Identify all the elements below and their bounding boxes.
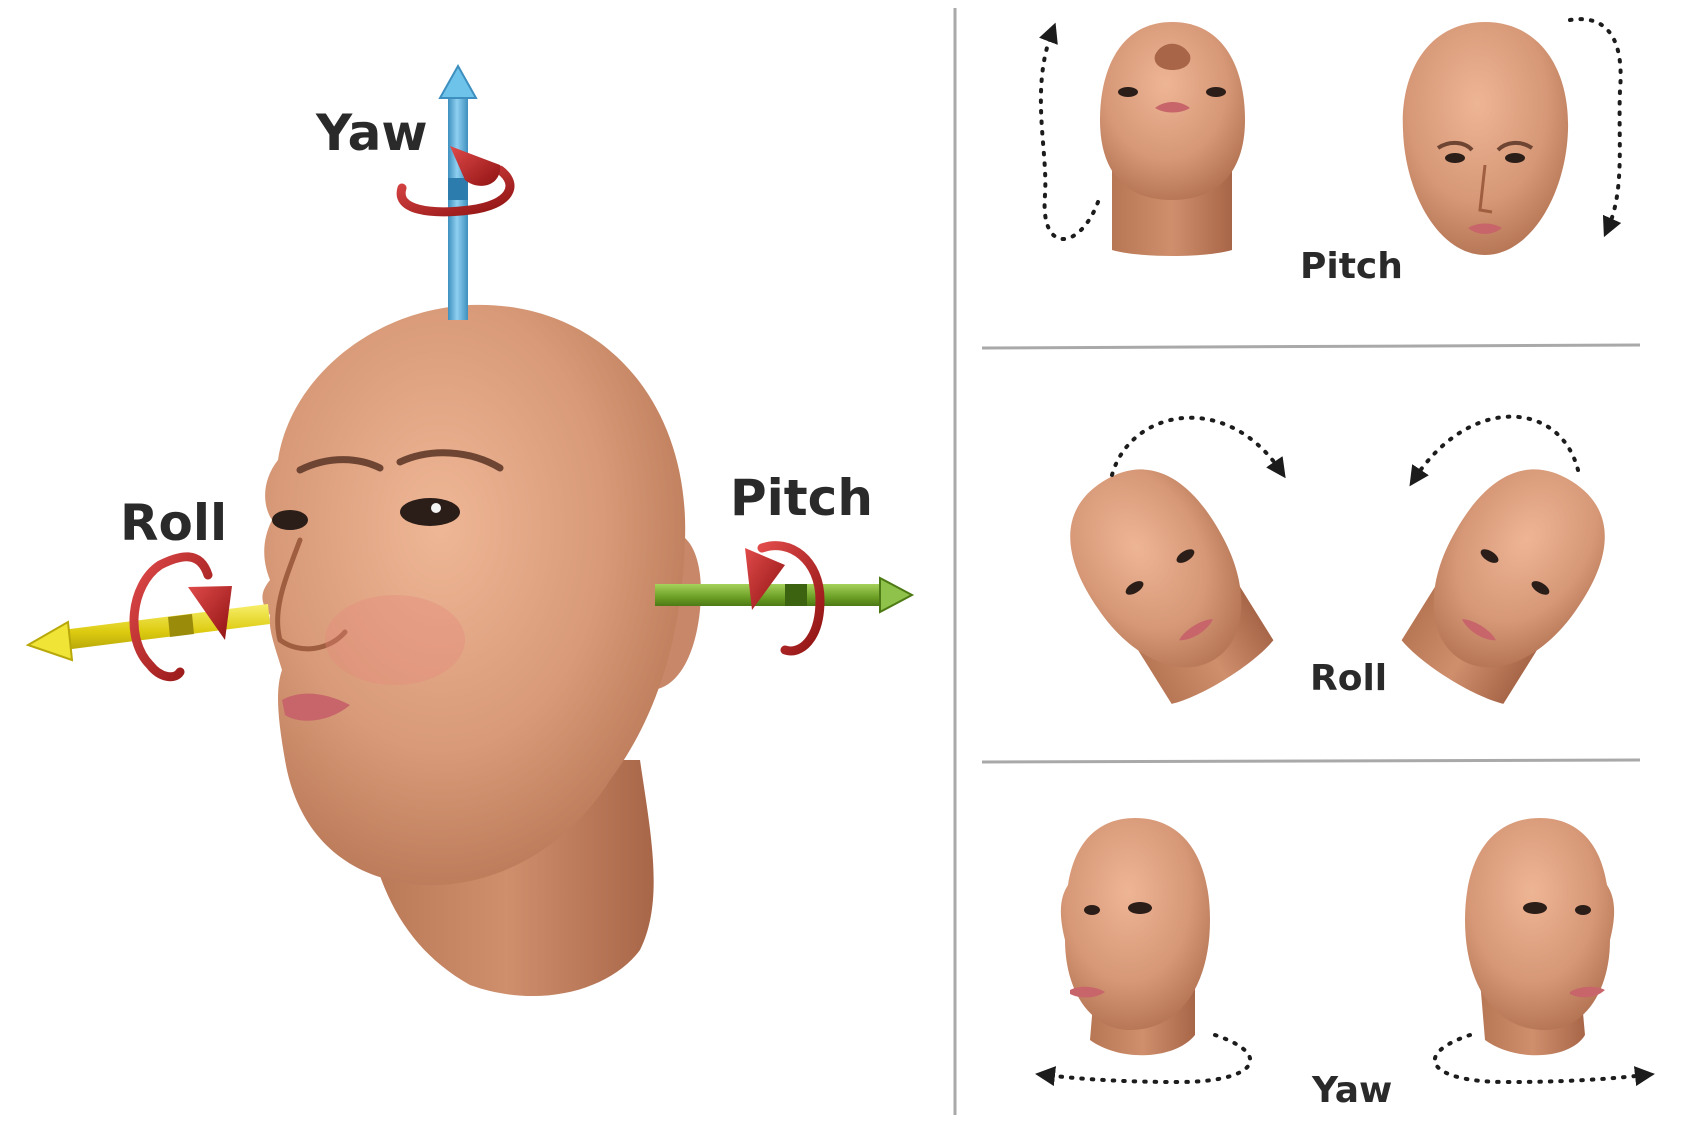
yaw-axis: Yaw bbox=[315, 63, 515, 320]
yaw-head-left bbox=[1060, 818, 1210, 1056]
main-face bbox=[262, 304, 686, 886]
main-eye-glint bbox=[431, 503, 441, 513]
pitch-axis-shaft bbox=[655, 584, 885, 606]
roll-panel: Roll bbox=[1070, 414, 1605, 704]
yaw-axis-band bbox=[448, 178, 468, 200]
roll-rotation-arc bbox=[129, 552, 213, 682]
roll-arrow-right bbox=[1409, 414, 1580, 487]
roll-rotation-cone bbox=[188, 586, 232, 640]
main-eye-right bbox=[400, 498, 460, 526]
roll-axis: Roll bbox=[25, 494, 270, 682]
main-lips bbox=[282, 693, 350, 721]
roll-head-left bbox=[1070, 469, 1274, 704]
yaw-panel: Yaw bbox=[1035, 818, 1655, 1111]
yaw-rotation-arc bbox=[396, 165, 515, 217]
panel-divider-2 bbox=[981, 758, 1641, 764]
pitch-panel-label: Pitch bbox=[1300, 246, 1403, 287]
pitch-axis: Pitch bbox=[655, 469, 915, 656]
panel-divider-1 bbox=[981, 343, 1641, 350]
roll-main-label: Roll bbox=[120, 494, 227, 552]
main-cheek bbox=[325, 595, 465, 685]
main-eye-left bbox=[272, 510, 308, 530]
pitch-main-label: Pitch bbox=[730, 469, 873, 527]
roll-axis-shaft bbox=[62, 604, 270, 650]
yaw-arrow-right bbox=[1432, 1033, 1655, 1087]
roll-axis-band bbox=[168, 614, 194, 637]
roll-panel-label: Roll bbox=[1310, 658, 1387, 699]
main-brows bbox=[296, 449, 504, 474]
yaw-head-right bbox=[1465, 818, 1615, 1056]
pitch-arrow-left bbox=[1038, 22, 1100, 241]
pitch-axis-arrowhead bbox=[879, 576, 915, 614]
pitch-axis-band bbox=[785, 584, 807, 606]
yaw-axis-arrowhead bbox=[438, 63, 478, 99]
yaw-rotation-cone bbox=[450, 146, 501, 186]
yaw-main-label: Yaw bbox=[315, 104, 428, 162]
pitch-arrow-right bbox=[1568, 17, 1623, 238]
pitch-head-up bbox=[1100, 22, 1245, 256]
pitch-rotation-arc bbox=[757, 541, 825, 656]
roll-axis-arrowhead bbox=[25, 620, 74, 662]
yaw-panel-label: Yaw bbox=[1311, 1070, 1392, 1111]
pitch-rotation-cone bbox=[745, 548, 785, 610]
main-nose bbox=[275, 537, 348, 652]
pitch-head-down bbox=[1402, 22, 1569, 255]
roll-head-right bbox=[1401, 469, 1605, 704]
roll-arrow-left bbox=[1110, 415, 1286, 479]
main-head bbox=[262, 304, 701, 997]
pitch-panel: Pitch bbox=[1038, 17, 1623, 287]
